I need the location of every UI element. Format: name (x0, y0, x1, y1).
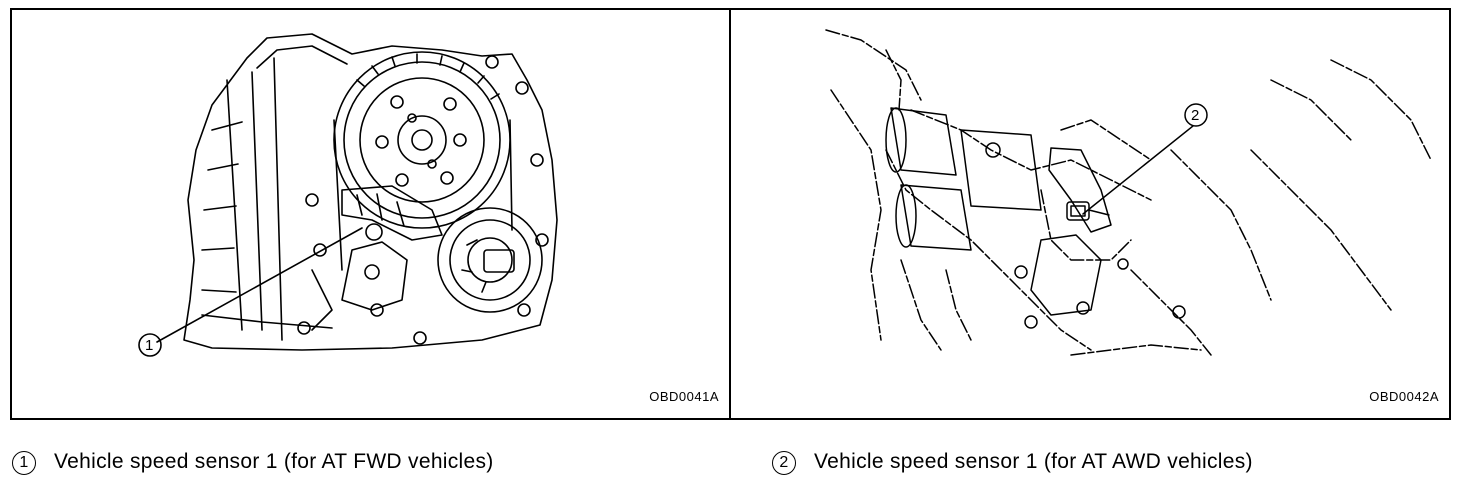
transmission-illustration-awd: 2 (825, 29, 1432, 356)
callout-label-1: 1 (145, 337, 153, 354)
figure-panel-fwd: 1 OBD0041A (10, 8, 731, 420)
callout-label-2: 2 (1191, 107, 1199, 124)
legend-text-2: Vehicle speed sensor 1 (for AT AWD vehic… (814, 450, 1253, 473)
legend-text-1: Vehicle speed sensor 1 (for AT FWD vehic… (54, 450, 494, 473)
figure-panel-awd: 2 OBD0042A (729, 8, 1451, 420)
legend-item-1: 1 Vehicle speed sensor 1 (for AT FWD vehi… (12, 450, 494, 475)
figure-code-left: OBD0041A (649, 389, 719, 404)
figure-code-right: OBD0042A (1369, 389, 1439, 404)
legend-number-2: 2 (772, 451, 796, 475)
transmission-illustration-fwd: 1 (138, 33, 558, 357)
legend-item-2: 2 Vehicle speed sensor 1 (for AT AWD vehi… (772, 450, 1253, 475)
legend-number-1: 1 (12, 451, 36, 475)
